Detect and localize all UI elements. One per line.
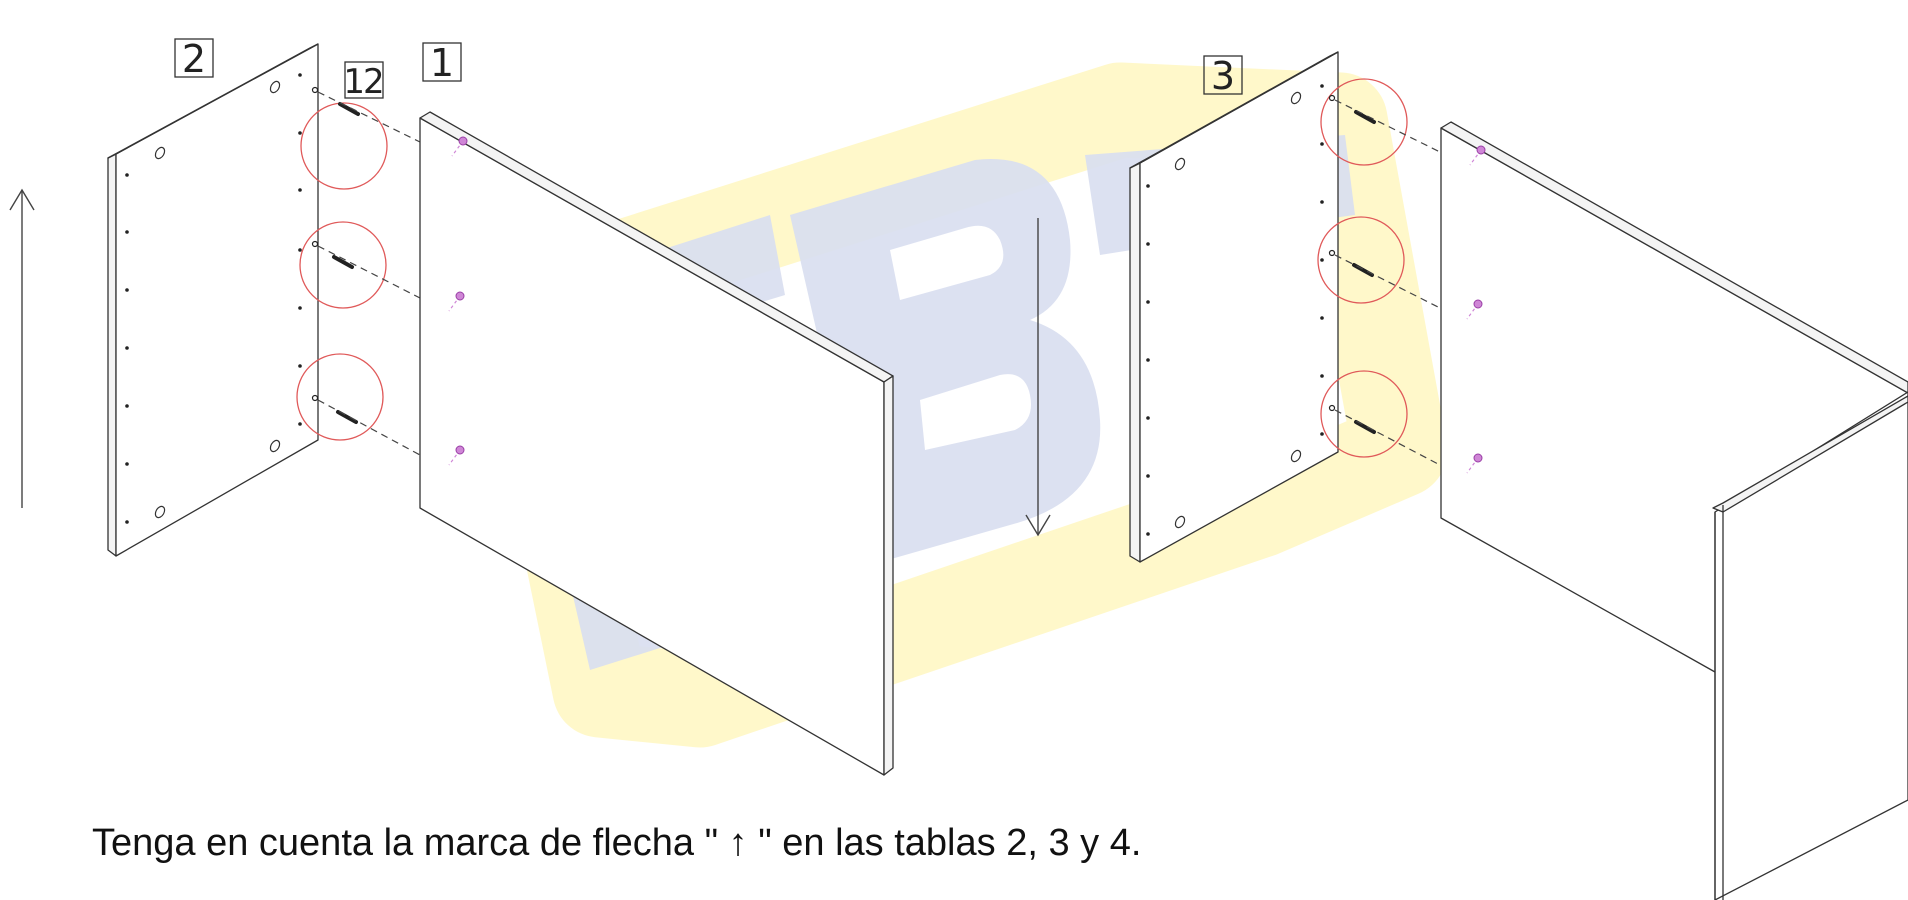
highlight-circle: [1320, 78, 1408, 166]
cam-fittings: [448, 136, 468, 466]
highlight-circle: [300, 102, 388, 190]
watermark-outline: [472, 62, 1448, 748]
label-panel-3: 3: [1203, 54, 1243, 98]
dowel-connections-left: [296, 86, 421, 456]
label-panel-2-text: 2: [182, 37, 206, 81]
up-arrow-icon: [9, 188, 35, 508]
panel-3: [1129, 51, 1339, 563]
label-panel-1: 1: [422, 41, 462, 85]
instruction-caption: Tenga en cuenta la marca de flecha " ↑ "…: [92, 822, 1142, 864]
highlight-circle: [1320, 370, 1408, 458]
dowel-connections-right: [1317, 78, 1441, 466]
highlight-circle: [299, 221, 387, 309]
down-arrow-icon: [1025, 218, 1051, 537]
highlight-circle: [296, 353, 384, 441]
label-panel-1-text: 1: [430, 41, 454, 85]
cam-fittings: [1466, 145, 1486, 474]
highlight-circle: [1317, 216, 1405, 304]
label-panel-2: 2: [174, 37, 214, 81]
label-dowel-12-text: 12: [343, 62, 382, 102]
shelf-pin-holes: [1146, 84, 1324, 536]
label-dowel-12: 12: [343, 61, 385, 102]
panel-2: [107, 43, 319, 557]
panel-1: [419, 111, 894, 776]
right-assembly: [1440, 121, 1908, 900]
label-panel-3-text: 3: [1211, 54, 1235, 98]
shelf-pin-holes: [125, 73, 302, 524]
